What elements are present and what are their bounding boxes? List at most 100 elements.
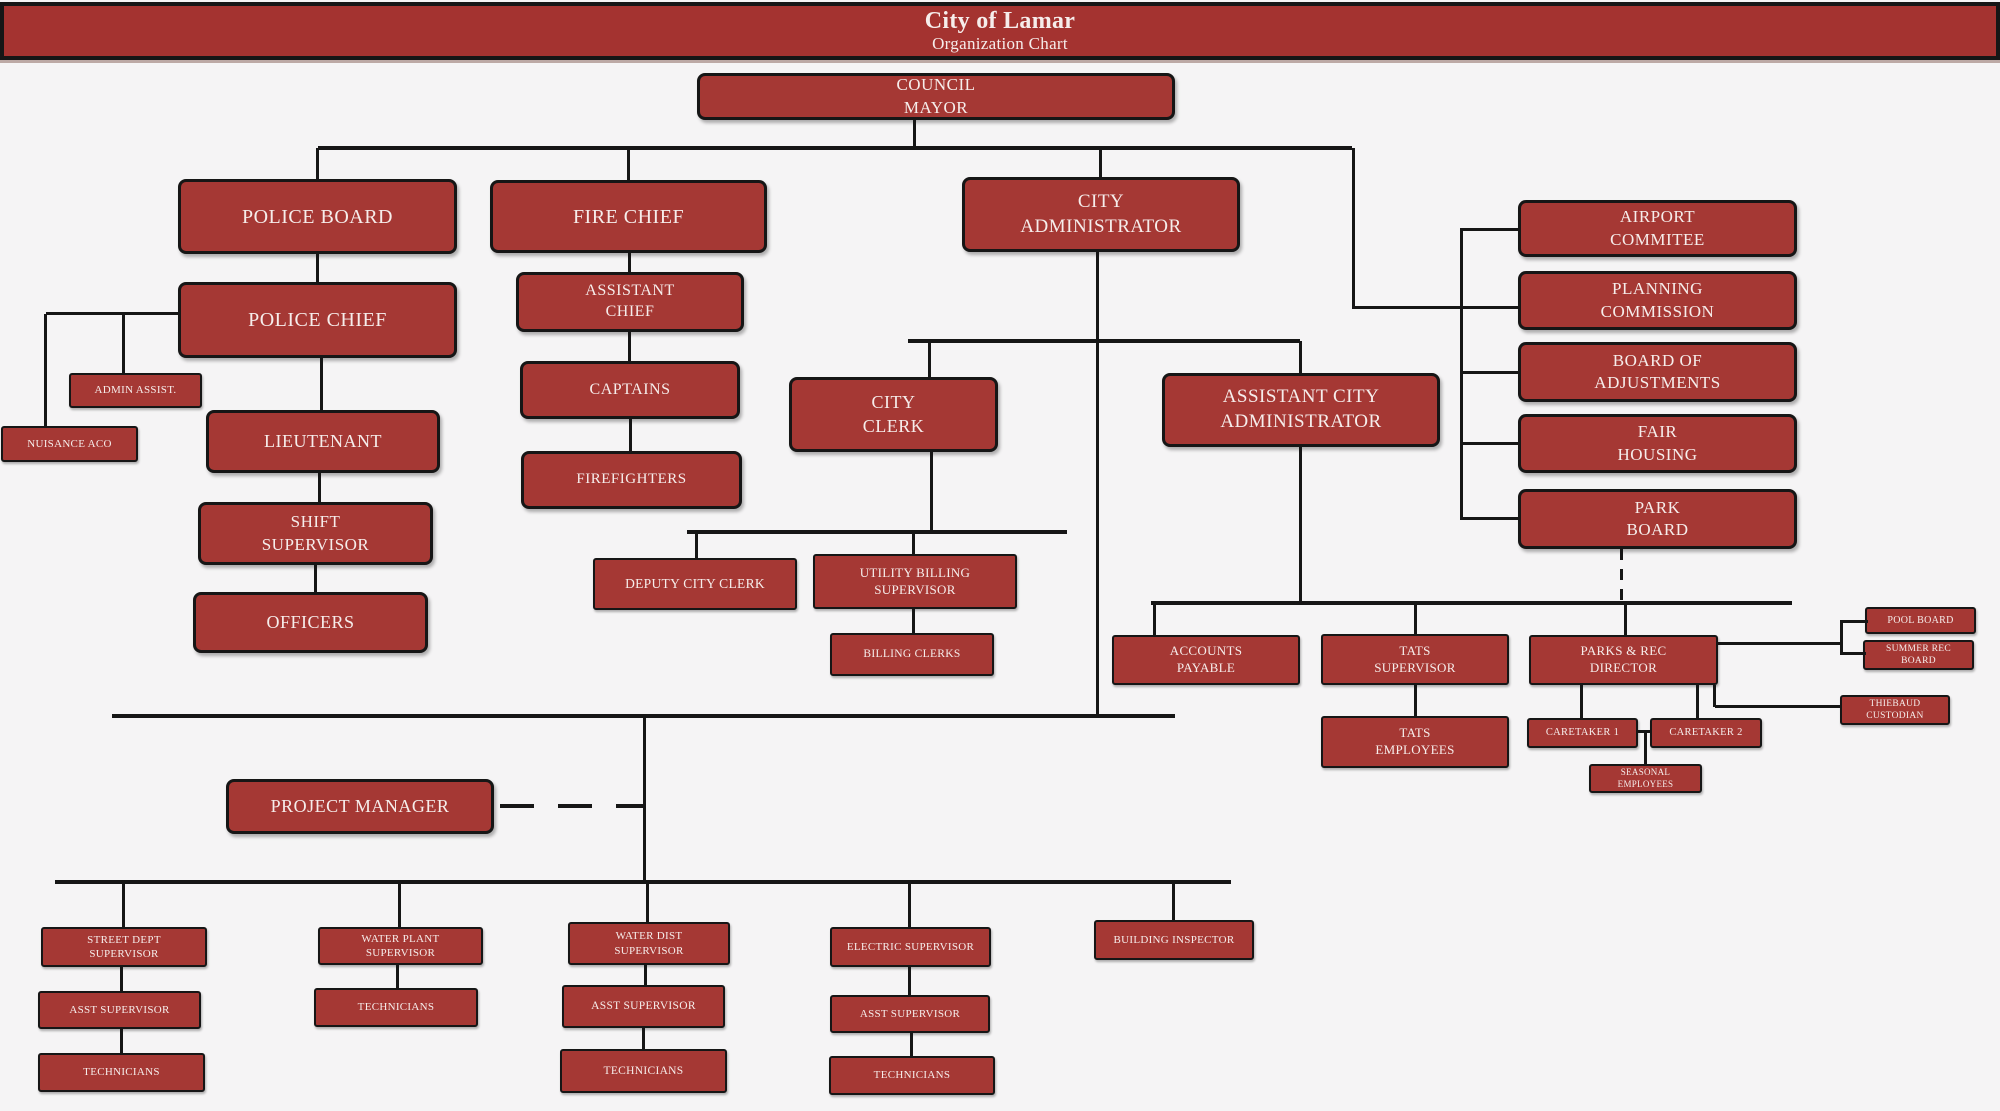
water-dist-asst-supervisor-box: ASST SUPERVISOR (562, 985, 725, 1028)
node-label: ADMINISTRATOR (1020, 215, 1182, 237)
connector-line (318, 473, 321, 502)
connector-line (1624, 603, 1627, 635)
connector-line (46, 312, 178, 315)
connector-line (908, 967, 911, 995)
chart-title: City of Lamar (924, 8, 1076, 34)
node-label: SHIFT (290, 512, 341, 532)
node-label: BUILDING INSPECTOR (1113, 933, 1235, 946)
connector-line (44, 314, 47, 426)
connector-line (913, 120, 916, 148)
connector-line (316, 254, 319, 282)
fire-chief-box: FIRE CHIEF (490, 180, 767, 253)
node-label: TATS (1399, 642, 1431, 658)
node-label: BOARD OF (1612, 350, 1703, 370)
node-label: COMMITEE (1610, 229, 1705, 249)
node-label: PROJECT MANAGER (270, 795, 450, 816)
title-bar: City of Lamar Organization Chart (0, 2, 2000, 60)
building-inspector-box: BUILDING INSPECTOR (1094, 920, 1254, 960)
connector-line (1718, 642, 1842, 645)
node-label: PARKS & REC (1580, 643, 1667, 659)
police-board-box: POLICE BOARD (178, 179, 457, 254)
billing-clerks-box: BILLING CLERKS (830, 633, 994, 676)
connector-line (912, 609, 915, 633)
node-label: COMMISSION (1600, 301, 1715, 321)
node-label: ASSISTANT (585, 282, 675, 300)
node-label: BOARD (1626, 520, 1689, 539)
node-label: ASST SUPERVISOR (69, 1003, 170, 1016)
officers-box: OFFICERS (193, 592, 428, 653)
node-label: WATER PLANT (361, 932, 440, 945)
node-label: SEASONAL (1620, 766, 1671, 777)
connector-line (1462, 306, 1518, 309)
captains-box: CAPTAINS (520, 361, 740, 419)
connector-line (1299, 341, 1302, 373)
node-label: CLERK (862, 415, 925, 436)
water-plant-supervisor-box: WATER PLANT SUPERVISOR (318, 927, 483, 965)
pool-board-box: POOL BOARD (1865, 607, 1976, 634)
connector-line (1299, 447, 1302, 603)
connector-line (120, 967, 123, 991)
node-label: ACCOUNTS (1169, 643, 1243, 659)
connector-line (320, 358, 323, 410)
connector-line (1462, 371, 1518, 374)
dashed-connector-line (500, 804, 643, 808)
node-label: CUSTODIAN (1866, 711, 1924, 721)
connector-line (316, 148, 319, 179)
connector-line (1840, 620, 1843, 655)
node-label: ADMINISTRATOR (1220, 411, 1382, 432)
project-manager-box: PROJECT MANAGER (226, 779, 494, 834)
node-label: CITY (871, 392, 916, 413)
node-label: BOARD (1901, 656, 1936, 666)
connector-line (930, 452, 933, 532)
connector-line (628, 332, 631, 361)
node-label: TATS (1399, 725, 1431, 741)
connector-line (120, 1029, 123, 1053)
assistant-city-administrator-box: ASSISTANT CITY ADMINISTRATOR (1162, 373, 1440, 447)
node-label: ASSISTANT CITY (1222, 386, 1380, 408)
node-label: STREET DEPT (87, 933, 161, 946)
firefighters-box: FIREFIGHTERS (521, 451, 742, 509)
node-label: TECHNICIANS (603, 1064, 684, 1077)
node-label: TECHNICIANS (873, 1069, 951, 1082)
node-label: UTILITY BILLING (859, 564, 971, 580)
node-label: PAYABLE (1176, 660, 1236, 675)
node-label: THIEBAUD (1869, 698, 1921, 709)
connector-line (396, 965, 399, 988)
node-label: WATER DIST (615, 930, 683, 943)
node-label: SUPERVISOR (614, 944, 684, 957)
node-label: SUPERVISOR (365, 947, 436, 959)
node-label: MAYOR (903, 97, 969, 117)
node-label: SUPERVISOR (1374, 659, 1456, 675)
thiebaud-custodian-box: THIEBAUD CUSTODIAN (1840, 695, 1950, 725)
connector-line (1644, 730, 1647, 764)
connector-line (629, 419, 632, 451)
connector-line (928, 341, 931, 377)
connector-line (1414, 685, 1417, 716)
connector-line (1462, 228, 1518, 231)
connector-line (644, 965, 647, 987)
node-label: SUPERVISOR (89, 948, 159, 960)
deputy-city-clerk-box: DEPUTY CITY CLERK (593, 558, 797, 610)
connector-line (1460, 228, 1463, 520)
connector-line (1096, 252, 1099, 716)
node-label: EMPLOYEES (1617, 778, 1674, 789)
connector-line (1715, 705, 1842, 708)
connector-line (646, 882, 649, 924)
node-label: CARETAKER 1 (1545, 727, 1620, 739)
connector-line (122, 314, 125, 373)
node-label: PARK (1634, 497, 1681, 517)
admin-assist-box: ADMIN ASSIST. (69, 373, 202, 408)
node-label: TECHNICIANS (357, 1001, 435, 1014)
connector-line (1713, 685, 1716, 707)
connector-line (910, 1033, 913, 1056)
